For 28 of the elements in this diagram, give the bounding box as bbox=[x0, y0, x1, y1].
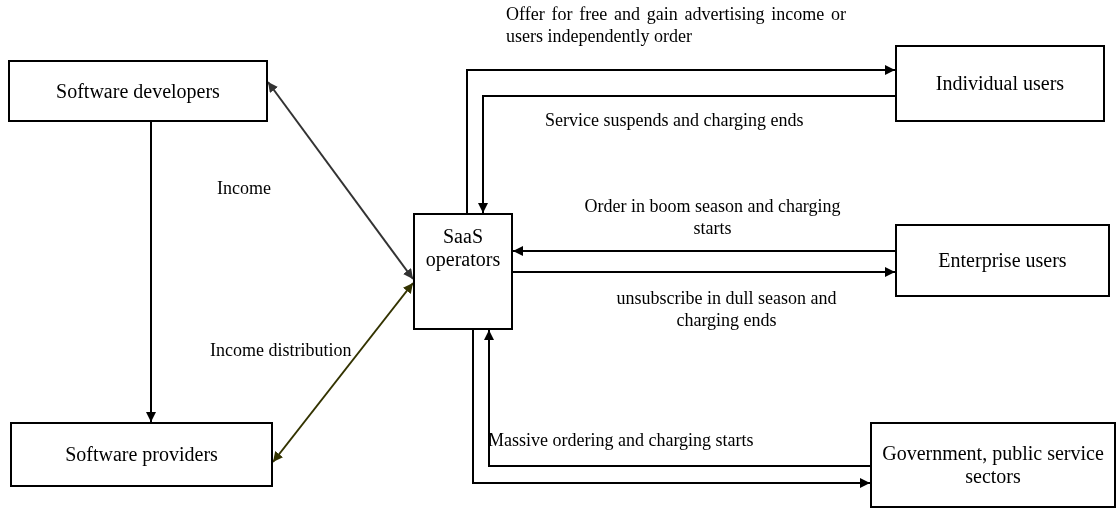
edge-label: unsubscribe in dull season and charging ends bbox=[615, 288, 838, 332]
arrow bbox=[512, 246, 896, 256]
arrow bbox=[466, 65, 896, 214]
process-box bbox=[870, 422, 1116, 508]
box-label: Software developers bbox=[56, 79, 220, 103]
edge-label: Income bbox=[217, 178, 272, 200]
arrow bbox=[472, 329, 871, 488]
arrow bbox=[146, 121, 156, 423]
arrow bbox=[267, 81, 414, 280]
edge-label: Income distribution bbox=[210, 340, 353, 362]
box-label: Software providers bbox=[65, 443, 218, 466]
arrow bbox=[484, 329, 871, 467]
arrow bbox=[478, 95, 896, 214]
edge-label: Order in boom season and charging starts bbox=[583, 196, 842, 240]
edge-label: Offer for free and gain advertising income or users independently order bbox=[506, 4, 846, 48]
process-box bbox=[895, 224, 1110, 297]
box-label: SaaS operators bbox=[424, 225, 502, 271]
box-label: Enterprise users bbox=[938, 249, 1067, 272]
box-label: Government, public service sectors bbox=[881, 442, 1105, 488]
process-box bbox=[10, 422, 273, 487]
process-box bbox=[413, 213, 513, 330]
edge-label: Service suspends and charging ends bbox=[545, 110, 805, 132]
arrow bbox=[512, 267, 896, 277]
process-box bbox=[8, 60, 268, 122]
process-box bbox=[895, 45, 1105, 122]
edge-label: Massive ordering and charging starts bbox=[488, 430, 755, 452]
box-label: Individual users bbox=[935, 72, 1065, 95]
arrow bbox=[272, 282, 414, 463]
